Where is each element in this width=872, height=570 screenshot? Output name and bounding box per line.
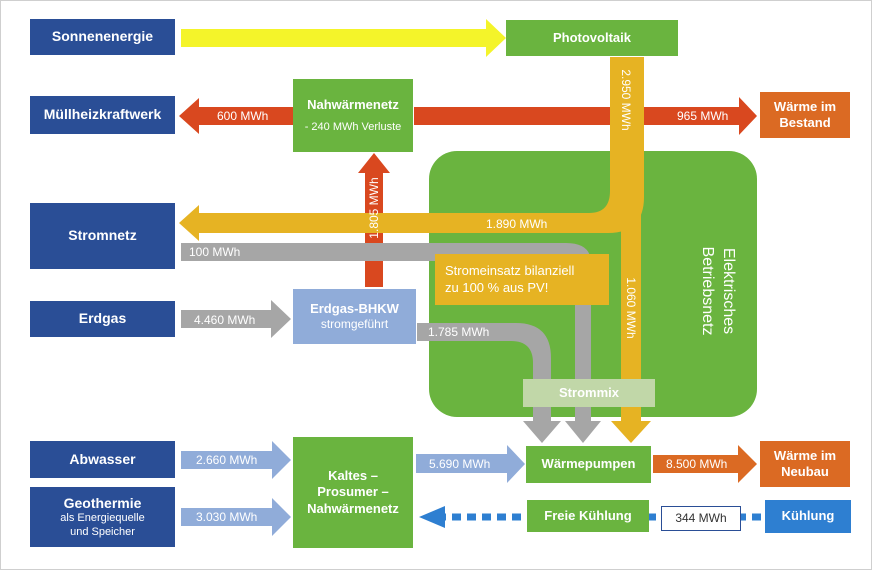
flow-label-pv-total: 2.950 MWh (619, 69, 633, 131)
arrow-bhkw-el (417, 323, 561, 443)
flow-label-kaltes-wp: 5.690 MWh (429, 457, 491, 471)
callout-stromeinsatz-line2: zu 100 % aus PV! (445, 279, 549, 295)
flow-label-bestand: 965 MWh (677, 109, 729, 123)
node-nahwaermenetz: Nahwärmenetz - 240 MWh Verluste (293, 79, 413, 152)
node-geothermie: Geothermie als Energiequelle und Speiche… (30, 487, 175, 547)
arrow-kaltes-to-wp (416, 445, 525, 483)
flow-label-mhkw: 600 MWh (217, 109, 269, 123)
node-kuehlung-label: Kühlung (781, 508, 835, 524)
arrow-geothermie (181, 498, 291, 536)
flow-label-grid-import: 100 MWh (189, 245, 241, 259)
node-kuehlung: Kühlung (765, 500, 851, 533)
node-muellheizkraftwerk-label: Müllheizkraftwerk (43, 106, 162, 123)
node-erdgas: Erdgas (30, 301, 175, 337)
flow-label-pv-grid: 1.890 MWh (486, 217, 548, 231)
arrow-abwasser (181, 441, 291, 479)
node-geothermie-label: Geothermie (63, 494, 142, 511)
node-sonnenenergie-label: Sonnenenergie (51, 28, 154, 45)
node-kaltes-nahwaermenetz: Kaltes – Prosumer – Nahwärmenetz (293, 437, 413, 548)
flow-label-abwasser: 2.660 MWh (196, 453, 258, 467)
node-waermepumpen-label: Wärmepumpen (541, 456, 636, 472)
node-waermepumpen: Wärmepumpen (526, 446, 651, 483)
node-waerme-neubau: Wärme im Neubau (760, 441, 850, 487)
betriebsnetz-label: Elektrisches Betriebsnetz (694, 206, 738, 376)
flow-label-pv-wp: 1.060 MWh (624, 277, 638, 339)
arrow-wp-to-neubau (653, 445, 757, 483)
node-bhkw-sub: stromgeführt (320, 317, 389, 332)
node-kaltes-label3: Nahwärmenetz (307, 500, 399, 516)
node-waerme-bestand-label1: Wärme im (773, 98, 837, 114)
node-erdgas-bhkw: Erdgas-BHKW stromgeführt (293, 289, 416, 344)
node-waerme-neubau-label1: Wärme im (773, 447, 837, 463)
node-freie-kuehlung: Freie Kühlung (527, 500, 649, 532)
flow-label-geothermie: 3.030 MWh (196, 510, 258, 524)
arrow-sun-to-pv (181, 19, 506, 57)
node-muellheizkraftwerk: Müllheizkraftwerk (30, 96, 175, 134)
node-kaltes-label1: Kaltes – (328, 468, 378, 484)
arrow-nahwaerme-to-mhkw (179, 98, 293, 134)
node-erdgas-label: Erdgas (78, 310, 127, 327)
callout-stromeinsatz: Stromeinsatz bilanziell zu 100 % aus PV! (435, 254, 609, 305)
node-waerme-bestand-label2: Bestand (779, 115, 831, 130)
node-abwasser-label: Abwasser (69, 450, 136, 467)
node-nahwaermenetz-label: Nahwärmenetz (307, 96, 399, 112)
flow-kuehlung-value-box: 344 MWh (661, 506, 741, 531)
node-freie-kuehlung-label: Freie Kühlung (544, 507, 632, 523)
flow-label-bhkw-heat: 1.805 MWh (367, 177, 381, 239)
arrow-nahwaerme-to-bestand (414, 97, 757, 135)
node-abwasser: Abwasser (30, 441, 175, 478)
betriebsnetz-label1: Elektrisches (720, 247, 737, 335)
node-photovoltaik: Photovoltaik (506, 20, 678, 56)
betriebsnetz-label2: Betriebsnetz (699, 246, 717, 336)
flow-kuehlung-value: 344 MWh (675, 511, 727, 525)
arrow-erdgas-to-bhkw (181, 300, 291, 338)
node-geothermie-sub2: und Speicher (70, 525, 135, 538)
flow-label-neubau: 8.500 MWh (666, 457, 728, 471)
node-strommix-label: Strommix (559, 384, 619, 400)
arrow-pv-trunk (179, 57, 644, 241)
arrow-kuehlung-head (419, 506, 445, 528)
node-sonnenenergie: Sonnenenergie (30, 19, 175, 55)
node-geothermie-sub1: als Energiequelle (60, 512, 145, 524)
node-waerme-neubau-label2: Neubau (781, 464, 829, 479)
flow-label-bhkw-el: 1.785 MWh (428, 325, 490, 339)
flow-label-erdgas: 4.460 MWh (194, 313, 256, 327)
node-kaltes-label2: Prosumer – (317, 484, 389, 500)
node-nahwaermenetz-sub: - 240 MWh Verluste (304, 120, 402, 133)
node-bhkw-label: Erdgas-BHKW (310, 300, 399, 316)
node-stromnetz-label: Stromnetz (68, 227, 137, 244)
node-strommix: Strommix (523, 379, 655, 407)
node-stromnetz: Stromnetz (30, 203, 175, 269)
node-waerme-bestand: Wärme im Bestand (760, 92, 850, 138)
callout-stromeinsatz-line1: Stromeinsatz bilanziell (445, 263, 575, 279)
node-photovoltaik-label: Photovoltaik (552, 29, 631, 45)
